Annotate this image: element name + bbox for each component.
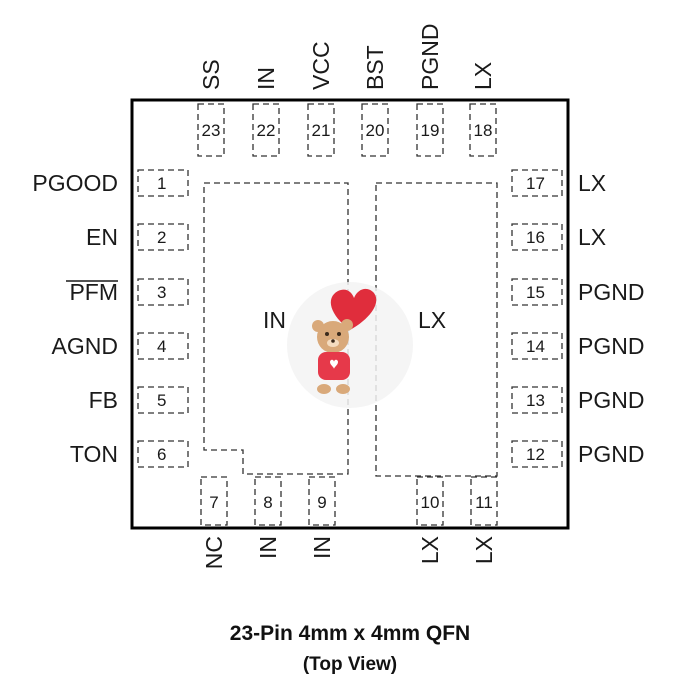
pin-23-name: SS: [198, 59, 224, 90]
pin-1-name: PGOOD: [32, 170, 118, 196]
pin-5-name: FB: [89, 387, 118, 413]
pin-8-pad: [254, 476, 282, 526]
pin-4-name: AGND: [52, 333, 118, 359]
pin-10-name: LX: [417, 536, 443, 564]
pin-15-pad: [511, 278, 563, 306]
pin-9-pad: [308, 476, 336, 526]
pin-16-name: LX: [578, 224, 606, 250]
package-caption: 23-Pin 4mm x 4mm QFN: [229, 622, 471, 645]
pin-19-name: PGND: [417, 24, 443, 90]
pin-4-number: 4: [157, 337, 166, 356]
pin-16-pad: [511, 223, 563, 251]
pin-16-number: 16: [526, 228, 545, 247]
pin-3-name: PFM: [69, 279, 118, 305]
pin-1-number: 1: [157, 174, 166, 193]
pin-5-pad: [137, 386, 189, 414]
pin-1-pad: [137, 169, 189, 197]
pin-14-number: 14: [526, 337, 545, 356]
pin-13-pad: [511, 386, 563, 414]
exposed-pad-in: [203, 182, 349, 475]
pin-8-number: 8: [263, 493, 272, 512]
pin-9-number: 9: [317, 493, 326, 512]
pin-17-number: 17: [526, 174, 545, 193]
pin-6-pad: [137, 440, 189, 468]
pin-20-name: BST: [362, 45, 388, 90]
pin-21-name: VCC: [308, 41, 334, 90]
pin-19-number: 19: [421, 121, 440, 140]
pin-22-pad: [252, 103, 280, 157]
pin-10-pad: [416, 476, 444, 526]
pin-18-number: 18: [474, 121, 493, 140]
pin-22-number: 22: [257, 121, 276, 140]
pin-7-name: NC: [201, 536, 227, 569]
pin-13-name: PGND: [578, 387, 644, 413]
pin-14-name: PGND: [578, 333, 644, 359]
pin-21-number: 21: [312, 121, 331, 140]
exposed-pad-lx-label: LX: [418, 307, 446, 333]
pin-11-name: LX: [471, 536, 497, 564]
exposed-pad-in-label: IN: [263, 307, 286, 333]
pin-15-number: 15: [526, 283, 545, 302]
pin-4-pad: [137, 332, 189, 360]
pin-20-number: 20: [366, 121, 385, 140]
pin-6-name: TON: [70, 441, 118, 467]
pin-2-number: 2: [157, 228, 166, 247]
pin-12-pad: [511, 440, 563, 468]
pin-19-pad: [416, 103, 444, 157]
pin-13-number: 13: [526, 391, 545, 410]
pin-11-pad: [470, 476, 498, 526]
pin-23-pad: [197, 103, 225, 157]
pin-20-pad: [361, 103, 389, 157]
pin-18-pad: [469, 103, 497, 157]
pin-11-number: 11: [475, 493, 493, 512]
package-outline: [130, 98, 570, 530]
pin-17-name: LX: [578, 170, 606, 196]
pin-8-name: IN: [255, 536, 281, 559]
pin-21-pad: [307, 103, 335, 157]
pin-2-name: EN: [86, 224, 118, 250]
pin-18-name: LX: [470, 62, 496, 90]
pin-9-name: IN: [309, 536, 335, 559]
pin-7-pad: [200, 476, 228, 526]
pin-6-number: 6: [157, 445, 166, 464]
pin-14-pad: [511, 332, 563, 360]
pin-12-name: PGND: [578, 441, 644, 467]
pin-22-name: IN: [253, 67, 279, 90]
pin-17-pad: [511, 169, 563, 197]
pin-23-number: 23: [202, 121, 221, 140]
teddy-bear-icon: [287, 282, 413, 408]
view-caption: (Top View): [302, 654, 398, 675]
pin-15-name: PGND: [578, 279, 644, 305]
pin-12-number: 12: [526, 445, 545, 464]
pin-7-number: 7: [209, 493, 218, 512]
pin-10-number: 10: [421, 493, 440, 512]
pin-3-number: 3: [157, 283, 166, 302]
pin-2-pad: [137, 223, 189, 251]
pin-3-pad: [137, 278, 189, 306]
pin-5-number: 5: [157, 391, 166, 410]
